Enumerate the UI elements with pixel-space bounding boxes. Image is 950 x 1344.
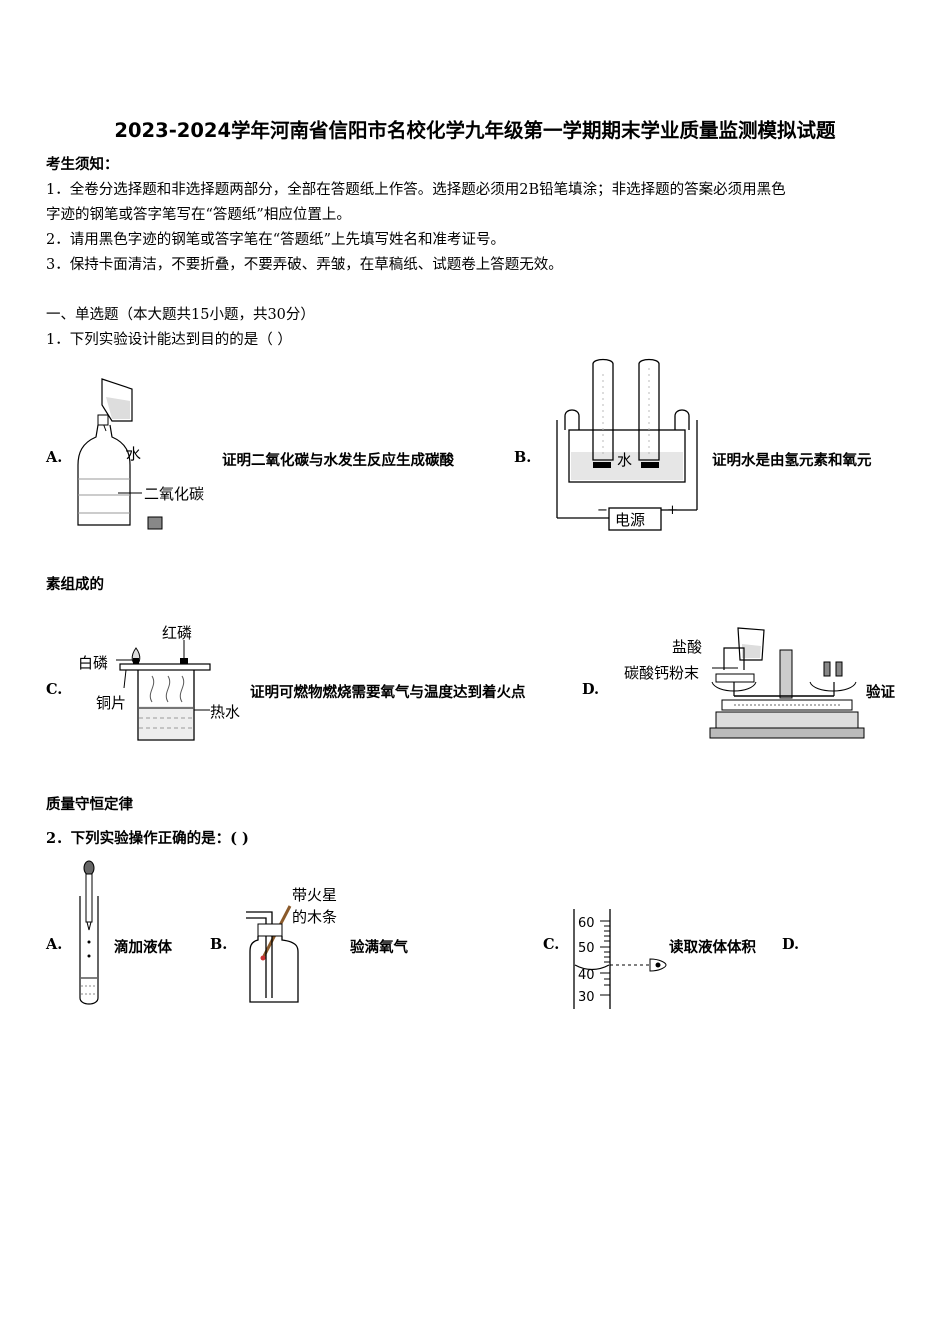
notice-item-1: 1．全卷分选择题和非选择题两部分，全部在答题纸上作答。选择题必须用2B铅笔填涂；…: [46, 182, 786, 198]
bottle-figure-icon: 水 二氧化碳: [77, 378, 204, 530]
fig-tick-40: 40: [578, 968, 595, 983]
fig-tick-50: 50: [578, 941, 595, 956]
notice-heading: 考生须知：: [46, 156, 119, 173]
q1-option-c-text: 证明可燃物燃烧需要氧气与温度达到着火点: [250, 684, 526, 701]
q1-option-d-text: 验证: [866, 684, 895, 701]
fig-label-minus: −: [597, 503, 608, 518]
q2-stem: 2．下列实验操作正确的是：( ): [46, 830, 249, 847]
balance-figure-icon: 盐酸 碳酸钙粉末: [624, 627, 865, 739]
q2-option-a-text: 滴加液体: [114, 939, 172, 956]
fig-label-water: 水: [126, 445, 141, 463]
fig-label-power: 电源: [615, 511, 645, 529]
q1-option-b-label: B.: [514, 449, 532, 466]
q1-option-a-label: A.: [46, 449, 63, 466]
fig-tick-60: 60: [578, 916, 595, 931]
fig-label-acid: 盐酸: [672, 638, 702, 656]
q1-option-a-text: 证明二氧化碳与水发生反应生成碳酸: [222, 452, 454, 469]
fig-label-stick-1: 带火星: [292, 886, 337, 904]
gas-bottle-figure-icon: 带火星 的木条: [246, 886, 337, 1003]
q2-option-c-text: 读取液体体积: [669, 939, 756, 956]
q1-option-d-label: D.: [582, 681, 600, 698]
fig-label-white-p: 白磷: [78, 654, 108, 672]
notice-item-1-cont: 字迹的钢笔或答字笔写在“答题纸”相应位置上。: [46, 207, 351, 223]
fig-label-copper: 铜片: [96, 694, 126, 712]
q1-option-b-text: 证明水是由氢元素和氧元: [712, 452, 872, 469]
electrolysis-figure-icon: 水 电源 − +: [556, 358, 698, 531]
q1-option-b-text-cont: 素组成的: [46, 576, 104, 593]
q2-option-a-label: A.: [46, 936, 63, 953]
notice-item-3: 3．保持卡面清洁，不要折叠，不要弄破、弄皱，在草稿纸、试题卷上答题无效。: [46, 257, 563, 273]
q1-option-c-label: C.: [46, 681, 63, 698]
cylinder-figure-icon: 60 50 40 30: [573, 909, 667, 1009]
page-title: 2023-2024学年河南省信阳市名校化学九年级第一学期期末学业质量监测模拟试题: [114, 119, 836, 142]
notice-item-2: 2．请用黑色字迹的钢笔或答字笔在“答题纸”上先填写姓名和准考证号。: [46, 232, 506, 248]
q2-option-d-label: D.: [782, 936, 800, 953]
fig-label-hot-water: 热水: [210, 703, 240, 721]
combustion-figure-icon: 红磷 白磷 铜片 热水: [78, 624, 240, 741]
fig-label-co2: 二氧化碳: [144, 485, 204, 503]
fig-label-red-p: 红磷: [162, 624, 192, 642]
fig-label-water-b: 水: [617, 451, 632, 469]
q1-option-d-text-cont: 质量守恒定律: [46, 796, 133, 813]
q1-stem: 1．下列实验设计能达到目的的是（ ）: [46, 332, 292, 348]
fig-label-caco3: 碳酸钙粉末: [624, 664, 699, 682]
fig-label-stick-2: 的木条: [292, 908, 337, 926]
q2-option-b-text: 验满氧气: [350, 939, 408, 956]
section-heading: 一、单选题（本大题共15小题，共30分）: [46, 307, 315, 323]
fig-tick-30: 30: [578, 990, 595, 1005]
fig-label-plus: +: [667, 503, 678, 518]
dropper-figure-icon: [79, 860, 99, 1005]
q2-option-b-label: B.: [210, 936, 228, 953]
q2-option-c-label: C.: [543, 936, 560, 953]
